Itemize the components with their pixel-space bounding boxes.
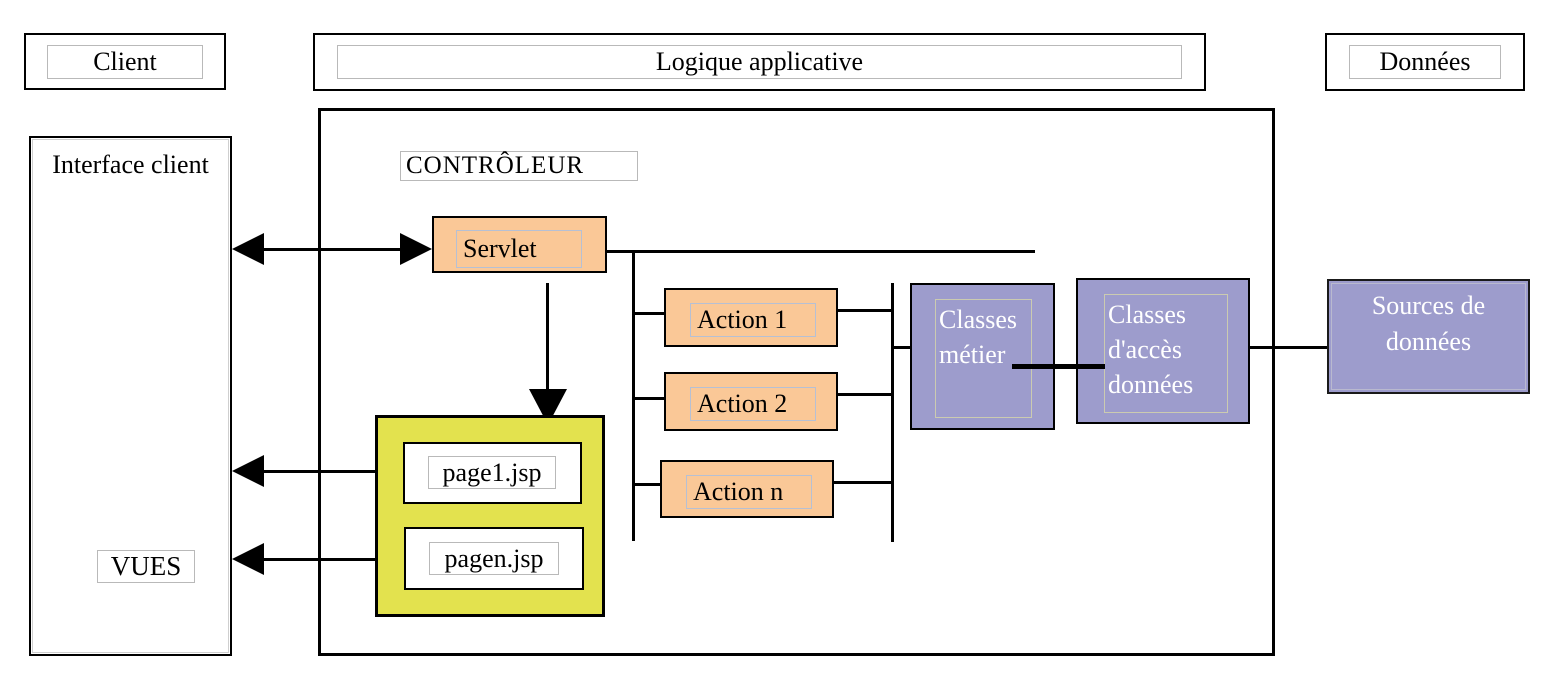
page1-jsp-box: page1.jsp: [403, 442, 582, 504]
client-interface-panel-liner: [32, 139, 229, 653]
client-servlet-arrow-line: [258, 248, 406, 251]
classes-metier-box: Classes métier: [910, 283, 1055, 430]
sources-donnees-box: Sources de données: [1327, 279, 1530, 394]
arrow-right-head-icon: [400, 233, 432, 265]
views-label: VUES: [97, 550, 195, 583]
actions-right-bus-line: [891, 283, 894, 542]
action1-left-connector: [633, 312, 664, 315]
action2-box: Action 2: [664, 372, 838, 431]
action2-right-connector: [838, 393, 893, 396]
client-interface-panel: Interface client VUES: [29, 136, 232, 656]
controller-label: CONTRÔLEUR: [400, 151, 638, 181]
pagen-jsp-label: pagen.jsp: [429, 542, 559, 575]
action-n-box: Action n: [660, 460, 834, 518]
pagen-to-client-arrow-line: [258, 558, 405, 561]
header-client-box: Client: [24, 33, 226, 90]
actions-left-bus-line: [632, 250, 635, 541]
pagen-arrow-head-icon: [232, 543, 264, 575]
page1-arrow-head-icon: [232, 455, 264, 487]
header-client-label: Client: [47, 44, 203, 79]
header-logic-label: Logique applicative: [337, 45, 1182, 79]
application-logic-container: [318, 108, 1275, 656]
bus-to-classes-metier-connector: [894, 346, 910, 349]
action-n-left-connector: [633, 483, 660, 486]
page1-to-client-arrow-line: [258, 470, 403, 473]
client-interface-title: Interface client: [52, 150, 209, 179]
action1-box: Action 1: [664, 288, 838, 347]
metier-to-acces-connector: [1012, 364, 1105, 369]
header-logic-box: Logique applicative: [313, 33, 1206, 91]
servlet-box: Servlet: [432, 216, 607, 273]
header-data-box: Données: [1325, 33, 1525, 91]
page1-jsp-label: page1.jsp: [428, 456, 556, 489]
classes-acces-label: Classes d'accès données: [1104, 294, 1228, 413]
action1-right-connector: [838, 309, 893, 312]
classes-metier-label: Classes métier: [935, 299, 1032, 418]
acces-to-sources-connector: [1250, 346, 1327, 349]
servlet-to-views-arrow-line: [546, 283, 549, 391]
header-data-label: Données: [1349, 45, 1501, 79]
views-green-box: page1.jsp pagen.jsp: [375, 415, 605, 617]
action2-label: Action 2: [690, 387, 816, 421]
action2-left-connector: [633, 397, 664, 400]
classes-acces-box: Classes d'accès données: [1076, 278, 1250, 424]
servlet-right-line: [607, 250, 1035, 253]
action1-label: Action 1: [690, 303, 816, 337]
action-n-label: Action n: [686, 475, 812, 509]
servlet-label: Servlet: [456, 230, 582, 268]
sources-donnees-liner: [1331, 283, 1526, 390]
sources-donnees-label: Sources de données: [1371, 291, 1486, 357]
arrow-left-head-icon: [232, 233, 264, 265]
pagen-jsp-box: pagen.jsp: [404, 527, 584, 590]
action-n-right-connector: [834, 481, 893, 484]
